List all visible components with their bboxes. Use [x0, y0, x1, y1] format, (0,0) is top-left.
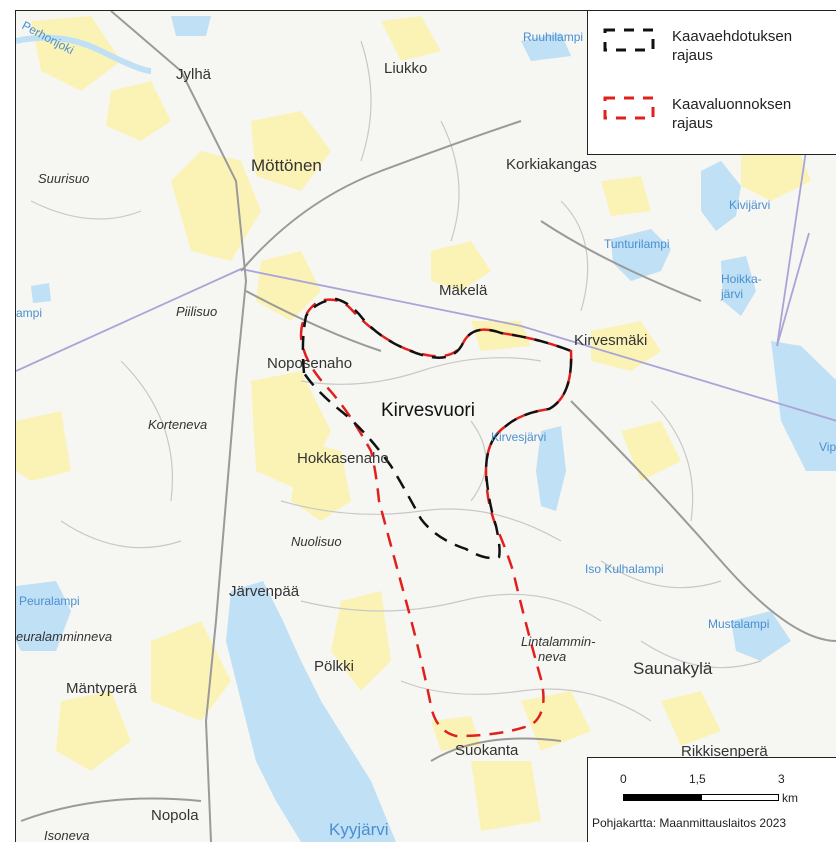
map-credit: Pohjakartta: Maanmittauslaitos 2023 — [592, 816, 787, 830]
legend-item-luonnos: Kaavaluonnoksen rajaus — [602, 95, 812, 133]
water-vip: Vip — [819, 440, 836, 454]
tracks — [30, 40, 762, 722]
scale-tick-2: 3 — [778, 772, 785, 786]
water-kyyjarvi: Kyyjärvi — [329, 820, 389, 839]
water-ruuhilampi: Ruuhilampi — [523, 30, 583, 44]
place-kirvesmaki: Kirvesmäki — [574, 332, 647, 349]
ehdotus-boundary — [301, 297, 573, 560]
legend-symbol-ehdotus — [603, 28, 655, 52]
luonnos-boundary — [299, 298, 573, 738]
water-ampi: ampi — [16, 306, 42, 320]
scale-unit: km — [782, 791, 798, 805]
roads — [20, 11, 836, 842]
perhonjoki-river — [16, 34, 152, 74]
water-jarvi: järvi — [720, 287, 743, 301]
legend-symbol-luonnos — [603, 96, 655, 120]
place-suokanta: Suokanta — [455, 742, 519, 759]
municipal-boundary — [16, 130, 836, 422]
legend-item-ehdotus: Kaavaehdotuksen rajaus — [602, 27, 812, 65]
legend-label-ehdotus: Kaavaehdotuksen rajaus — [672, 28, 793, 64]
place-mottonen: Möttönen — [251, 156, 322, 175]
water-kirvesjarvi: Kirvesjärvi — [491, 430, 546, 444]
terrain-nuolisuo: Nuolisuo — [291, 534, 342, 549]
water-isokulhalampi: Iso Kulhalampi — [585, 562, 664, 576]
terrain-suurisuo: Suurisuo — [38, 171, 89, 186]
water-labels: Perhonjoki Ruuhilampi Kivijärvi Tunturil… — [16, 18, 836, 839]
place-makela: Mäkelä — [439, 282, 488, 299]
scale-bar-black — [623, 794, 701, 801]
place-korkiakangas: Korkiakangas — [506, 156, 597, 173]
water-mustalampi: Mustalampi — [708, 617, 769, 631]
map-frame: Jylhä Liukko Möttönen Korkiakangas Mäkel… — [15, 10, 836, 842]
place-jylha: Jylhä — [176, 66, 212, 83]
place-noposenaho: Noposenaho — [267, 355, 352, 372]
water-tunturilampi: Tunturilampi — [604, 237, 670, 251]
water-bodies — [16, 16, 836, 842]
scale-bar-white — [701, 794, 779, 801]
scale-tick-0: 0 — [620, 772, 627, 786]
place-labels: Jylhä Liukko Möttönen Korkiakangas Mäkel… — [66, 60, 768, 824]
legend-label-luonnos: Kaavaluonnoksen rajaus — [672, 96, 792, 132]
terrain-lintalammin: Lintalammin- — [521, 634, 596, 649]
water-peuralampi: Peuralampi — [19, 594, 80, 608]
place-liukko: Liukko — [384, 60, 427, 77]
scale-tick-1: 1,5 — [689, 772, 706, 786]
scale-box: 0 1,5 3 km Pohjakartta: Maanmittauslaito… — [587, 757, 836, 842]
terrain-korteneva: Korteneva — [148, 417, 207, 432]
place-rikkisenpera: Rikkisenperä — [681, 743, 768, 760]
place-polkki: Pölkki — [314, 658, 354, 675]
terrain-piilisuo: Piilisuo — [176, 304, 217, 319]
map-legend: Kaavaehdotuksen rajaus Kaavaluonnoksen r… — [587, 11, 836, 155]
place-saunakyla: Saunakylä — [633, 659, 713, 678]
field-areas — [16, 16, 811, 831]
terrain-labels: Suurisuo Piilisuo Korteneva Nuolisuo eur… — [16, 171, 596, 842]
water-hoikka: Hoikka- — [721, 272, 762, 286]
place-mantypera: Mäntyperä — [66, 680, 138, 697]
terrain-neva: neva — [538, 649, 566, 664]
place-hokkasenaho: Hokkasenaho — [297, 450, 389, 467]
terrain-euralamminneva: euralamminneva — [16, 629, 112, 644]
place-jarvenpaa: Järvenpää — [229, 583, 300, 600]
plan-boundaries — [299, 297, 573, 738]
place-nopola: Nopola — [151, 807, 199, 824]
place-kirvesvuori: Kirvesvuori — [381, 400, 475, 421]
terrain-isoneva: Isoneva — [44, 828, 90, 842]
water-kivijarvi: Kivijärvi — [729, 198, 770, 212]
